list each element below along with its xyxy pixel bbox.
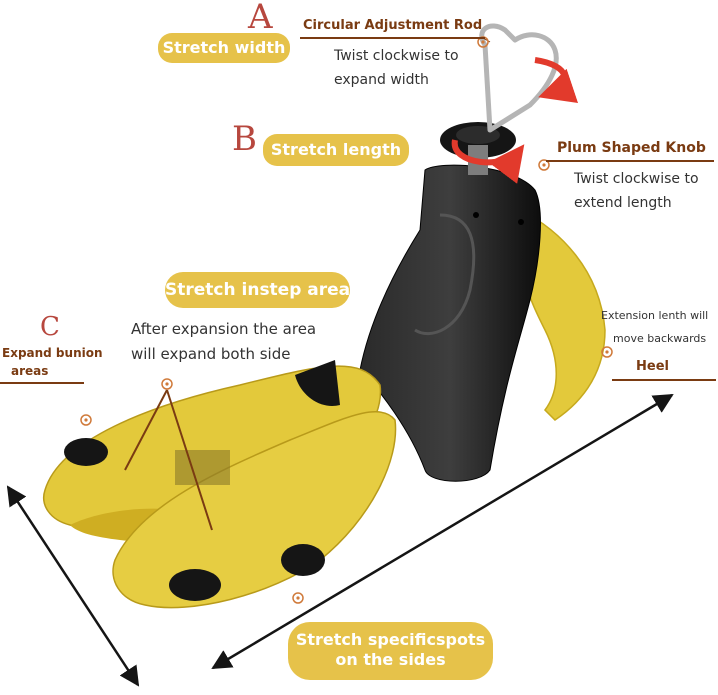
bunion-title-2: areas [11, 364, 49, 378]
knob-rule [546, 160, 714, 162]
rotate-arrow-icon [534, 57, 579, 103]
letter-b: B [232, 119, 257, 159]
double-arrow-icon [6, 485, 140, 687]
knob-note-1: Twist clockwise to [574, 171, 699, 187]
target-icon [292, 592, 304, 604]
target-icon [80, 414, 92, 426]
extension-note-1: Extension lenth will [601, 309, 709, 322]
stretch-instep-pill: Stretch instep area [165, 272, 350, 308]
double-arrow-icon [211, 393, 674, 670]
knob-title: Plum Shaped Knob [557, 140, 706, 156]
heart-handle-icon [479, 23, 559, 133]
rotate-arrow-icon [451, 139, 525, 184]
knob-note-2: extend length [574, 195, 672, 211]
stretch-sides-line2: on the sides [335, 650, 446, 669]
rod-note-1: Twist clockwise to [334, 48, 459, 64]
target-icon [538, 159, 550, 171]
stretch-length-pill: Stretch length [263, 134, 409, 166]
extension-note-2: move backwards [613, 332, 707, 345]
rod-rule [300, 37, 485, 39]
rod-note-2: expand width [334, 72, 429, 88]
letter-a: A [248, 0, 273, 37]
stretch-sides-line1: Stretch specificspots [295, 630, 486, 649]
target-icon [601, 346, 613, 358]
stretch-width-pill: Stretch width [158, 33, 290, 63]
heel-rule [612, 379, 716, 381]
bunion-rule [0, 382, 84, 384]
stretch-sides-pill: Stretch specificspots on the sides [288, 622, 493, 680]
instep-note-2: will expand both side [131, 345, 291, 363]
bunion-title-1: Expand bunion [2, 346, 103, 360]
letter-c: C [40, 312, 60, 342]
heel-label: Heel [636, 359, 669, 374]
instep-note-1: After expansion the area [131, 320, 317, 338]
bunion-bump [64, 438, 108, 466]
rod-title: Circular Adjustment Rod [303, 18, 483, 33]
target-icon [161, 378, 173, 390]
